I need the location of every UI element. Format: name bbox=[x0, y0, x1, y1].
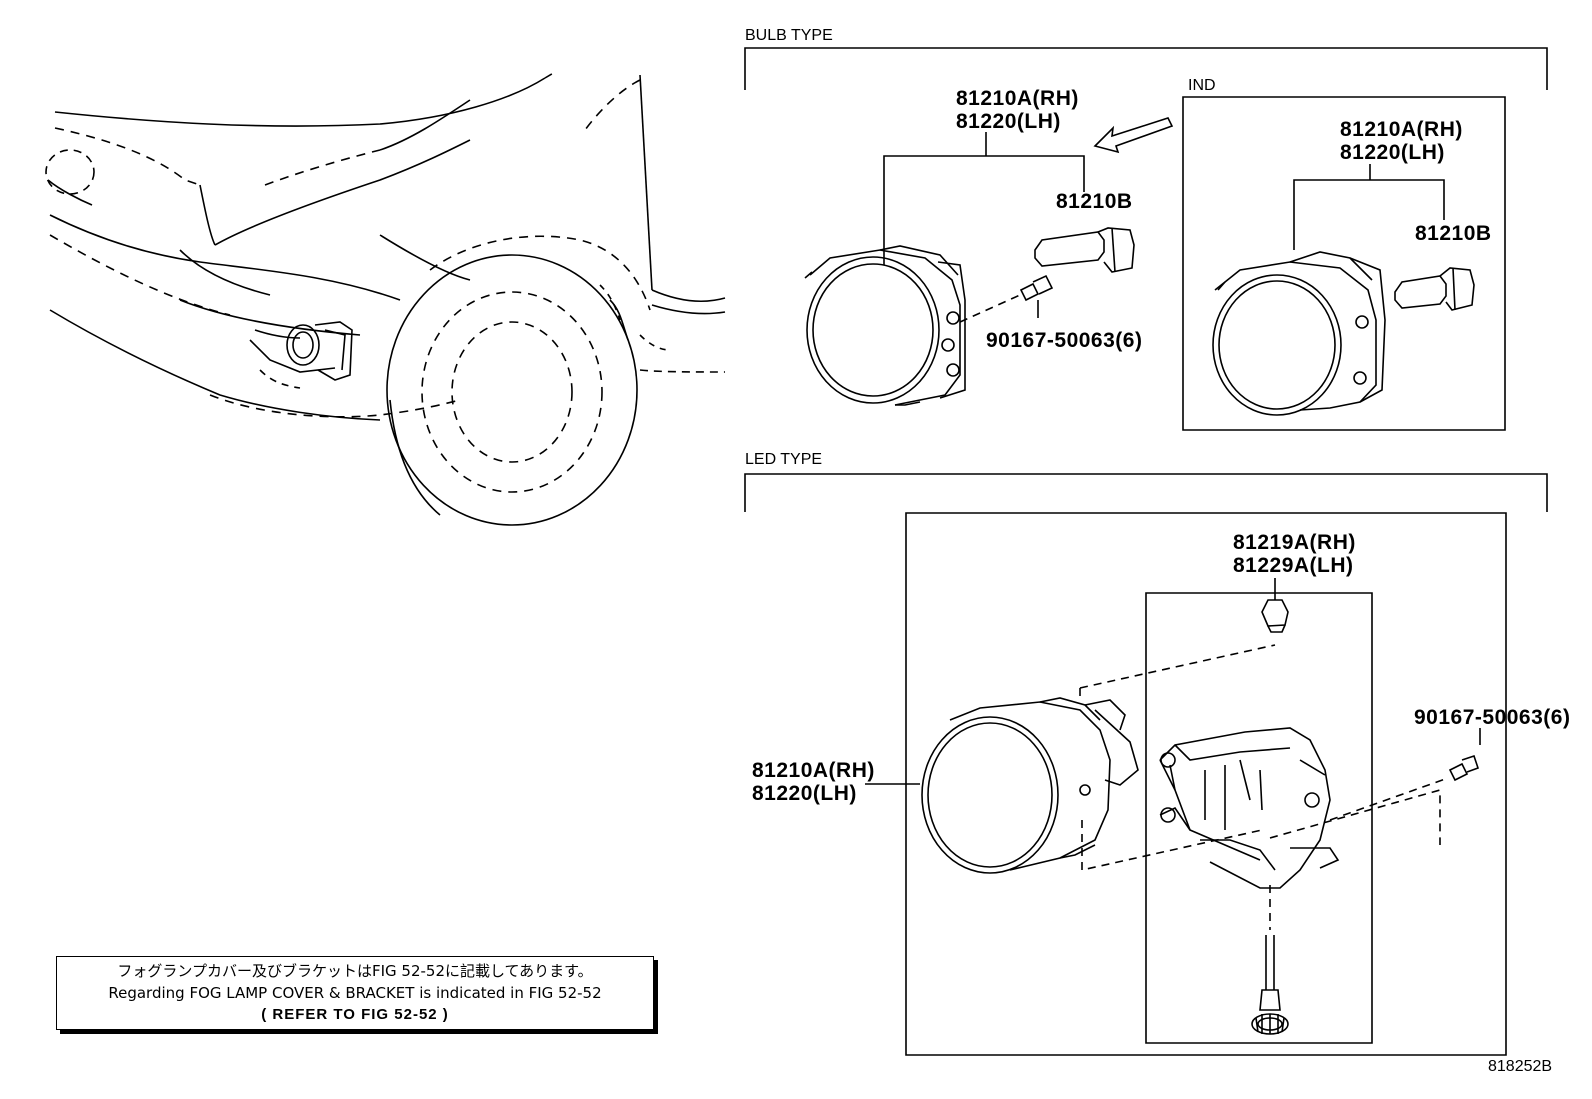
ind-lamp-rh-label: 81210A(RH) bbox=[1340, 118, 1463, 141]
led-clip-drawing bbox=[1262, 600, 1288, 632]
led-screw-label: 90167-50063(6) bbox=[1414, 706, 1570, 729]
bulb-screw-label: 90167-50063(6) bbox=[986, 329, 1142, 352]
led-lamp-rh-label: 81210A(RH) bbox=[752, 759, 875, 782]
led-aiming-screw-drawing bbox=[1252, 935, 1288, 1034]
led-type-heading: LED TYPE bbox=[745, 451, 822, 468]
led-fog-lamp-drawing bbox=[922, 698, 1138, 873]
figure-number: 818252B bbox=[1488, 1058, 1553, 1075]
led-screw-drawing bbox=[1450, 756, 1478, 780]
bulb-81210b-label: 81210B bbox=[1056, 190, 1133, 213]
bulb-lamp-rh-label: 81210A(RH) bbox=[956, 87, 1079, 110]
bulb-fog-lamp-drawing bbox=[805, 246, 965, 405]
led-bracket-lh-label: 81229A(LH) bbox=[1233, 554, 1354, 577]
led-lamp-lh-label: 81220(LH) bbox=[752, 782, 857, 805]
led-bracket-rh-label: 81219A(RH) bbox=[1233, 531, 1356, 554]
note-reference-line: ( REFER TO FIG 52-52 ) bbox=[261, 1006, 449, 1023]
led-bracket-drawing bbox=[1160, 728, 1338, 888]
led-type-section bbox=[745, 474, 1547, 1055]
bulb-screw-drawing bbox=[1021, 276, 1052, 300]
vehicle-front-illustration bbox=[46, 72, 725, 525]
ind-section bbox=[1183, 97, 1505, 430]
bulb-type-heading: BULB TYPE bbox=[745, 27, 833, 44]
ind-81210b-label: 81210B bbox=[1415, 222, 1492, 245]
reference-note: フォグランプカバー及びブラケットはFIG 52-52に記載してあります。 Reg… bbox=[56, 956, 654, 1030]
ind-lamp-lh-label: 81220(LH) bbox=[1340, 141, 1445, 164]
bulb-81210b-drawing bbox=[1035, 228, 1134, 272]
bulb-type-section bbox=[745, 48, 1547, 405]
ind-bulb-drawing bbox=[1395, 268, 1474, 310]
note-english-line: Regarding FOG LAMP COVER & BRACKET is in… bbox=[108, 984, 602, 1002]
ind-fog-lamp-drawing bbox=[1213, 252, 1385, 415]
ind-heading: IND bbox=[1188, 77, 1216, 94]
note-japanese-line: フォグランプカバー及びブラケットはFIG 52-52に記載してあります。 bbox=[117, 962, 593, 980]
bulb-lamp-lh-label: 81220(LH) bbox=[956, 110, 1061, 133]
